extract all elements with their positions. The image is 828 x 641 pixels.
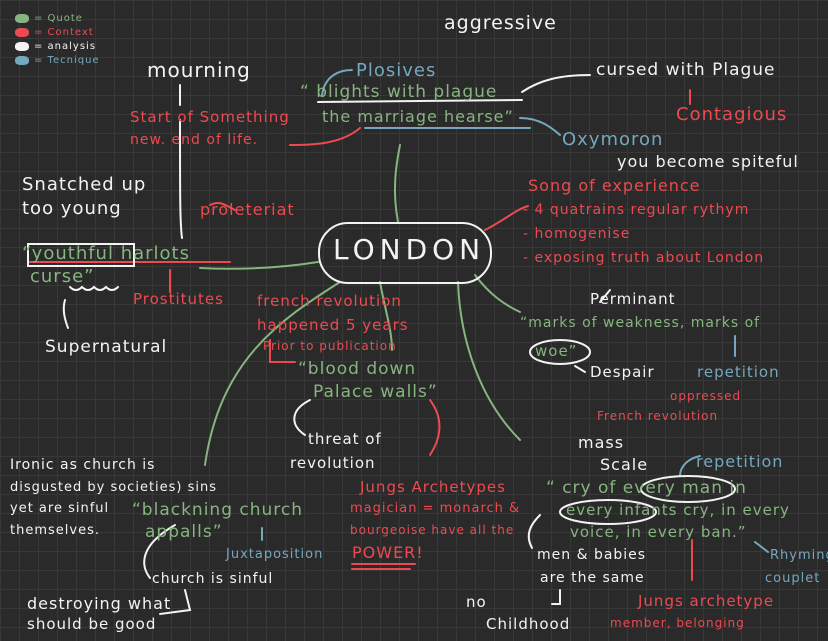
quote-marks-l1: “marks of weakness, marks of [520,315,761,331]
squiggle-underline [69,285,119,291]
context-start-l2: new. end of life. [130,132,259,148]
note-destroying-l2: should be good [27,615,157,633]
context-proleteriat: proleteriat [200,200,295,219]
note-snatched-l1: Snatched up [22,174,147,195]
context-jungs-l1: Jungs Archetypes [360,478,506,496]
note-destroying-l1: destroying what [27,594,172,613]
technique-rhyming-l1: Rhyming [770,548,828,563]
note-mass: mass [578,433,625,452]
context-song-title: Song of experience [528,176,701,195]
quote-harlots-l1: “youthful harlots [22,243,190,264]
legend-technique: = Tecnique [34,55,100,66]
context-french-l2: happened 5 years [257,316,409,334]
note-scale: Scale [600,455,649,474]
arrow-london-to-marks [474,274,521,313]
quote-cry-l3: voice, in every ban.” [570,523,747,541]
quote-marks-l2: woe” [535,342,578,360]
quote-harlots-l2: curse” [30,266,95,287]
note-threat-l1: threat of [308,430,382,448]
context-prostitutes: Prostitutes [133,290,224,308]
quote-church-l1: “blackning church [132,500,304,520]
legend-swatch-quote [15,14,29,23]
technique-rhyming-l2: couplet [765,571,821,586]
note-cursed: cursed with Plague [596,60,776,80]
legend-analysis: = analysis [34,41,97,52]
technique-plosives: Plosives [356,60,437,81]
context-member-belonging: member, belonging [610,616,745,630]
note-aggressive: aggressive [444,12,557,34]
london-cloud [318,222,492,284]
center-node-london: LONDON [333,233,486,266]
note-ironic: Ironic as church is [10,457,156,473]
note-perminant: Perminant [590,290,676,308]
context-oppressed: oppressed [670,389,742,403]
legend-context: = Context [34,27,94,38]
arrow-london-to-cry [457,281,521,441]
context-french-l3: Prior to publication [263,339,397,353]
arrow-london-to-harlots [199,261,319,270]
context-start-l1: Start of Something [130,108,290,126]
arrow-london-to-song [484,205,529,231]
technique-juxtaposition: Juxtaposition [226,547,324,562]
arrow-london-to-church [204,281,341,466]
note-men-babies-l1: men & babies [537,547,647,563]
context-song-item: - exposing truth about London [523,250,765,266]
note-mourning: mourning [147,58,251,82]
note-snatched-l2: too young [22,198,122,219]
context-song-item: - 4 quatrains regular rythym [523,202,750,218]
context-jungs-power: POWER! [352,543,424,562]
arrow-to-cursed [521,74,591,93]
note-ironic: yet are sinful [10,501,110,516]
quote-church-l2: appalls” [145,522,223,542]
quote-plague-l1: “ blights with plague [300,82,498,102]
note-ironic: themselves. [10,523,100,538]
note-despair: Despair [590,363,655,381]
technique-repetition-marks: repetition [697,363,780,381]
context-jungs-l2: magician = monarch & [350,501,521,516]
technique-repetition-cry: repetition [696,452,784,471]
quote-blood-l2: Palace walls” [313,382,438,402]
legend-swatch-context [15,28,29,37]
quote-plague-l2: the marriage hearse” [322,107,514,126]
arrow-london-to-blood [379,281,393,351]
note-threat-l2: revolution [290,454,376,472]
technique-oxymoron: Oxymoron [562,129,664,150]
context-jungs-l3: bourgeoise have all the [350,523,515,537]
quote-blood-l1: “blood down [298,359,417,379]
note-church-sinful: church is sinful [152,571,274,587]
arrow-to-start [289,127,361,146]
context-jungs-archetype: Jungs archetype [638,592,775,610]
note-ironic: disgusted by societies) sins [10,480,218,495]
legend-swatch-analysis [15,42,29,51]
note-supernatural: Supernatural [45,337,168,357]
quote-cry-l1: “ cry of every man in [546,478,747,498]
note-men-babies-l2: are the same [540,570,645,586]
legend-swatch-technique [15,56,29,65]
context-song-item: - homogenise [523,226,631,242]
context-contagious: Contagious [676,104,788,125]
context-french-l1: french revolution [257,292,402,310]
note-no: no [466,593,487,611]
arrow-london-to-plague [393,144,401,223]
context-french-marks: French revolution [597,409,719,423]
note-spiteful: you become spiteful [617,152,799,171]
note-childhood: Childhood [486,615,571,633]
quote-cry-l2: every infants cry, in every [566,501,790,519]
legend-quote: = Quote [34,13,83,24]
